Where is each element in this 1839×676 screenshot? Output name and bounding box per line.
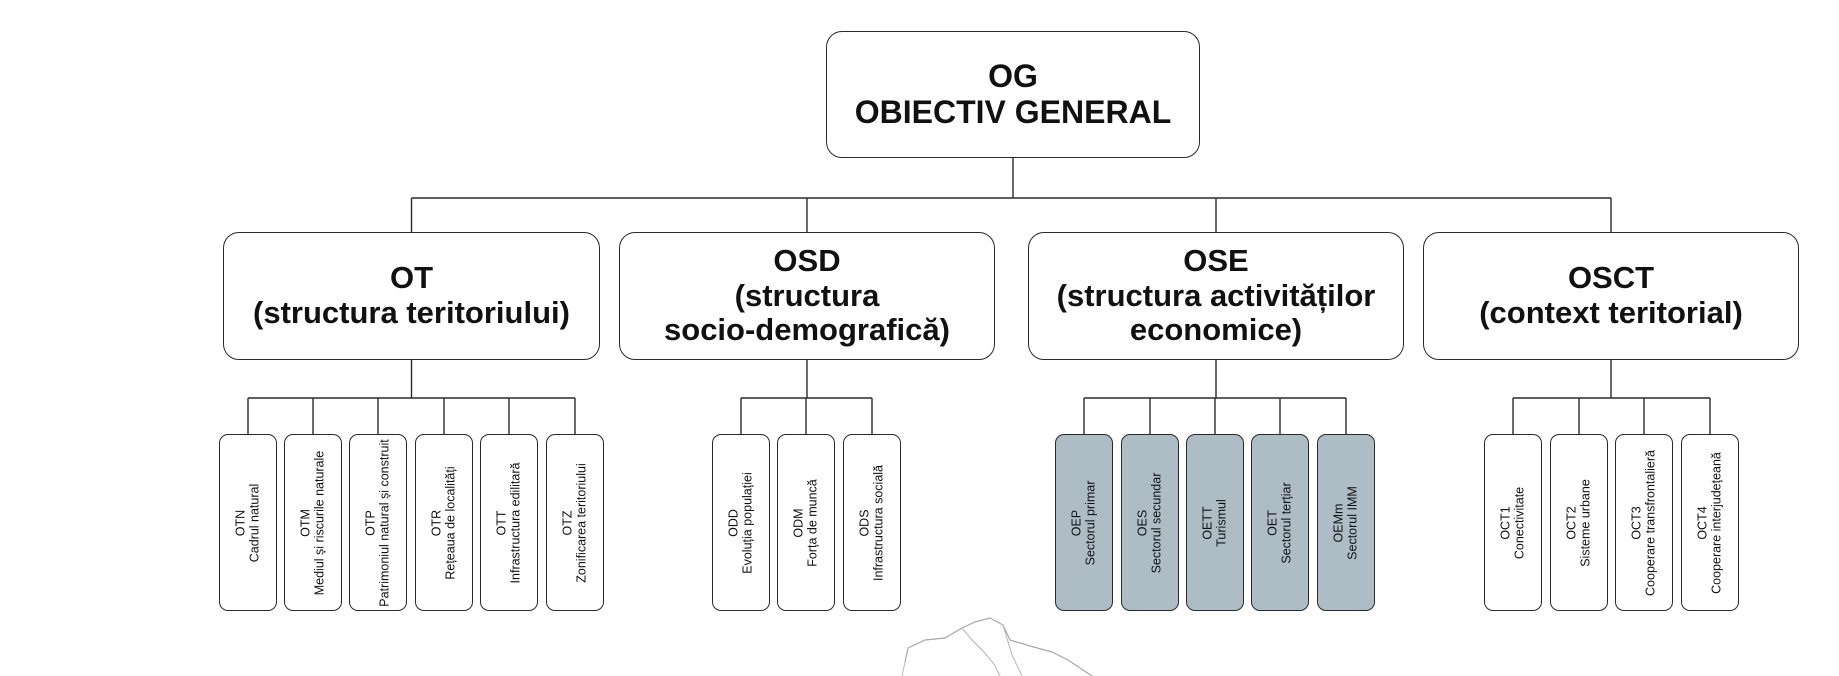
sub-objective-label: Sectorul terțiar [1280,481,1294,564]
sub-objective-code: OTZ [560,510,575,535]
root-code: OG [988,57,1038,94]
sub-objective-code: OES [1135,509,1150,536]
sub-objective-code: OTR [429,509,444,536]
sub-objective-label: Mediul și riscurile naturale [313,450,327,595]
objective-box-ot: OT(structura teritoriului) [223,232,600,360]
sub-objective-code: ODD [726,508,741,537]
sub-objective-code: OTT [494,510,509,535]
sub-objective-label: Turismul [1215,498,1229,547]
sub-objective-label: Zonificarea teritoriului [575,462,589,583]
sub-objective-label: Cooperare transfrontalieră [1644,449,1658,596]
sub-objective-code: OTP [363,509,378,536]
sub-objective-code: OCT1 [1498,505,1513,540]
objective-code: OSE [1183,242,1249,278]
sub-objective-label: Sectorul secundar [1150,472,1164,573]
objective-code: OSCT [1567,260,1655,296]
sub-objective-label: Evoluția populației [741,471,755,574]
sub-objective-label: Sisteme urbane [1579,478,1593,567]
root-objective-box: OG OBIECTIV GENERAL [826,31,1200,158]
sub-objective-code: ODM [791,507,806,538]
sub-objective-label: Conectivitate [1513,486,1527,559]
sub-objective-label: Infrastructura socială [872,464,886,581]
sub-objective-label: Sectorul primar [1084,480,1098,565]
objective-subtitle-line: (structura activităților [1056,277,1376,313]
sub-objective-label: Cooperare interjudețeană [1710,451,1724,594]
sub-objective-label: Forța de muncă [806,478,820,567]
sub-objective-label: Patrimoniul natural și construit [378,438,392,607]
sub-objective-code: OETT [1200,505,1215,540]
sub-objective-label: Sectorul IMM [1346,485,1360,560]
sub-objective-code: ODS [857,508,872,537]
sub-objective-code: OEMm [1331,503,1346,542]
objective-subtitle-line: (structura teritoriului) [253,295,570,330]
objective-code: OT [389,260,434,296]
sub-objective-code: OCT4 [1695,505,1710,540]
objective-code: OSD [773,242,841,278]
sub-objective-code: OCT2 [1564,505,1579,540]
sub-objective-label: Cadrul natural [248,483,262,562]
sub-objective-label: Infrastructura edilitară [509,462,523,583]
sub-objective-label: Rețeaua de localități [444,465,458,580]
objective-subtitle-line: (structura [734,277,880,313]
objective-subtitle-line: economice) [1129,312,1303,348]
sub-objective-code: OTN [233,509,248,536]
sub-objective-code: OEP [1069,509,1084,536]
root-title: OBIECTIV GENERAL [854,93,1172,130]
objective-box-osct: OSCT(context teritorial) [1423,232,1799,360]
sub-objective-code: OET [1265,509,1280,536]
sub-objective-code: OCT3 [1629,505,1644,540]
objective-subtitle-line: (context teritorial) [1479,295,1743,330]
objective-subtitle-line: socio-demografică) [664,312,950,348]
sub-objective-code: OTM [298,508,313,537]
